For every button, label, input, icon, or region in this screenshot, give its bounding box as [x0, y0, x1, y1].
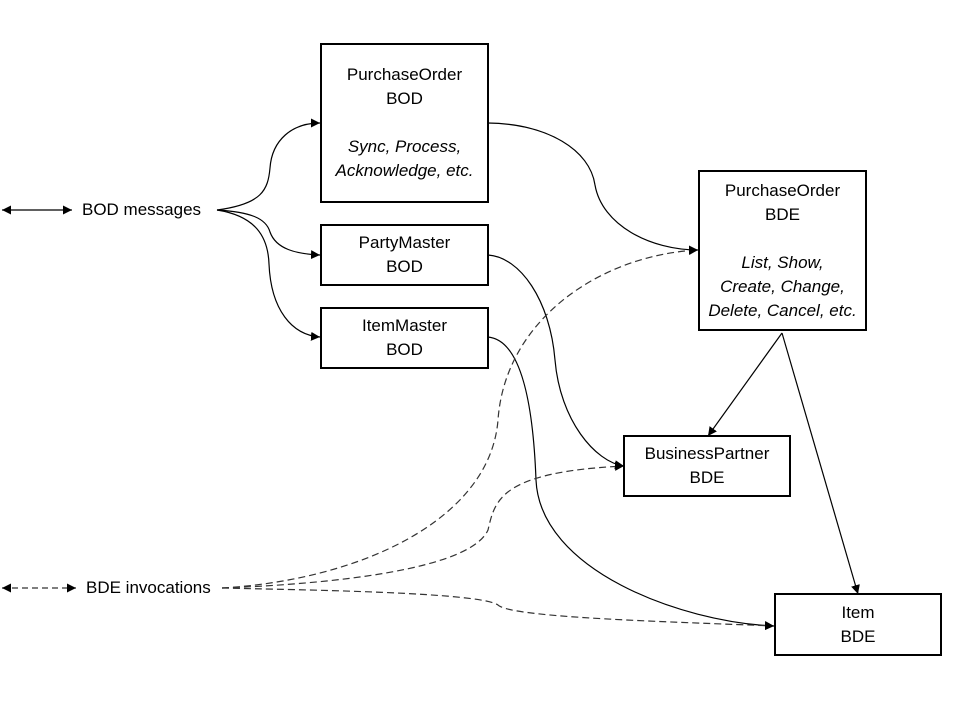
node-kind: BDE [765, 204, 800, 224]
node-item-bde: Item BDE [774, 593, 942, 656]
edge-purchaseorder-bod-to-purchaseorder-bde [487, 122, 699, 255]
node-title: ItemMaster [361, 316, 448, 335]
edge-bod-messages-to-partymaster-bod [216, 209, 321, 260]
node-itemmaster-bod: ItemMaster BOD [320, 307, 489, 369]
node-kind: BDE [689, 468, 725, 487]
edge-bod-messages-to-purchaseorder-bod [216, 118, 321, 211]
edge-bde-invocations-to-purchaseorder-bde [221, 245, 699, 589]
node-operations: Sync, Process, Acknowledge, etc. [336, 135, 474, 183]
bde-invocations-label: BDE invocations [86, 578, 211, 597]
node-title: PurchaseOrder [724, 180, 841, 200]
edge-bde-invocations-to-item-bde [221, 587, 775, 631]
node-operations-line: Delete, Cancel, etc. [708, 300, 857, 320]
node-title: Item [841, 602, 875, 622]
node-kind: BOD [386, 89, 423, 108]
bod-messages-label: BOD messages [82, 200, 202, 219]
node-partymaster-bod: PartyMaster BOD [320, 224, 489, 286]
edge-bde-invocations-to-businesspartner-bde [221, 461, 625, 589]
node-title: PartyMaster [358, 233, 451, 252]
edge-purchaseorder-bde-to-businesspartner-bde [707, 332, 783, 437]
node-purchaseorder-bod: PurchaseOrder BOD Sync, Process, Acknowl… [320, 43, 489, 203]
edge-purchaseorder-bde-to-item-bde [781, 332, 860, 595]
node-operations: List, Show, Create, Change, Delete, Canc… [708, 251, 856, 323]
edge-bod-messages-to-itemmaster-bod [216, 209, 321, 341]
node-kind: BOD [386, 340, 423, 359]
node-purchaseorder-bde: PurchaseOrder BDE List, Show, Create, Ch… [698, 170, 867, 331]
edge-partymaster-bod-to-businesspartner-bde [487, 254, 625, 470]
node-operations-line: Create, Change, [720, 276, 845, 296]
node-title: PurchaseOrder [346, 65, 463, 84]
node-operations-line: Acknowledge, etc. [335, 161, 474, 180]
node-kind: BOD [386, 257, 423, 276]
node-businesspartner-bde: BusinessPartner BDE [623, 435, 791, 497]
node-operations-line: List, Show, [741, 252, 824, 272]
node-title: BusinessPartner [644, 444, 770, 463]
node-kind: BDE [840, 626, 876, 646]
node-operations-line: Sync, Process, [347, 137, 462, 156]
edge-itemmaster-bod-to-item-bde [487, 336, 775, 631]
